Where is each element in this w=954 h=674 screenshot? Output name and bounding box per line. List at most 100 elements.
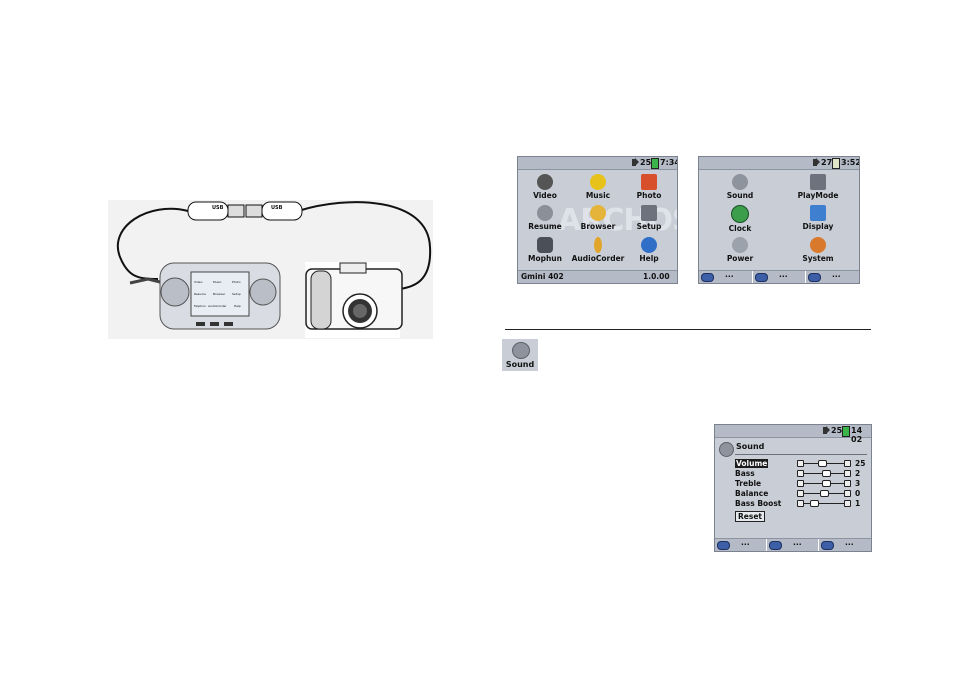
- softkey-icon: [769, 541, 782, 550]
- menu-label: Setup: [636, 222, 662, 231]
- volume-level: 25: [640, 158, 652, 167]
- softkey-label: ...: [779, 270, 788, 279]
- main-footer: Gmini 402 1.0.00: [518, 270, 677, 283]
- increase-arrow-icon[interactable]: [844, 490, 851, 497]
- menu-photo[interactable]: Photo: [619, 174, 677, 200]
- softkey-icon: [808, 273, 821, 282]
- menu-mophun[interactable]: Mophun: [518, 237, 575, 263]
- setting-label: Treble: [735, 479, 762, 488]
- speaker-settings-icon: [732, 174, 748, 190]
- setup-sound[interactable]: Sound: [710, 174, 770, 200]
- setting-slider[interactable]: [797, 470, 851, 477]
- magnifier-icon: [590, 205, 606, 221]
- reset-label: Reset: [738, 512, 762, 521]
- device-menu-item: Resume: [194, 292, 207, 296]
- setting-value: 2: [855, 469, 861, 478]
- decrease-arrow-icon[interactable]: [797, 480, 804, 487]
- slider-knob[interactable]: [810, 500, 820, 507]
- display-icon: [810, 205, 826, 221]
- setup-display[interactable]: Display: [788, 205, 848, 231]
- slider-knob[interactable]: [817, 460, 827, 467]
- device-mini-screen: Video Music Photo Resume Browser Setup M…: [192, 274, 248, 314]
- menu-music[interactable]: Music: [568, 174, 628, 200]
- increase-arrow-icon[interactable]: [844, 480, 851, 487]
- slider-knob[interactable]: [820, 490, 829, 497]
- menu-audiocorder[interactable]: AudioCorder: [568, 237, 628, 263]
- sound-title-icon: [719, 442, 734, 457]
- softkey-3[interactable]: ...: [819, 538, 871, 551]
- softkey-icon: [755, 273, 768, 282]
- battery-icon: [832, 158, 840, 169]
- softkey-2[interactable]: ...: [753, 270, 806, 283]
- menu-video[interactable]: Video: [518, 174, 575, 200]
- menu-resume[interactable]: Resume: [518, 205, 575, 231]
- gamepad-icon: [537, 237, 553, 253]
- menu-label: Clock: [728, 224, 752, 233]
- volume-level: 27: [821, 158, 833, 167]
- increase-arrow-icon[interactable]: [844, 470, 851, 477]
- menu-label: Mophun: [527, 254, 562, 263]
- device-menu-item: Photo: [232, 280, 241, 284]
- status-bar: 27 3:52: [699, 157, 859, 170]
- setting-slider[interactable]: [797, 460, 851, 467]
- menu-label: Music: [585, 191, 611, 200]
- speaker-icon: [632, 158, 639, 166]
- usb-label-right: USB: [271, 205, 283, 211]
- menu-help[interactable]: Help: [619, 237, 677, 263]
- slider-track: [804, 503, 844, 504]
- setup-power[interactable]: Power: [710, 237, 770, 263]
- decrease-arrow-icon[interactable]: [797, 490, 804, 497]
- usb-connection-illustration: USB USB Video Music Photo Resume Browser…: [108, 187, 433, 339]
- increase-arrow-icon[interactable]: [844, 460, 851, 467]
- archos-watermark: ARCHOS: [558, 203, 677, 238]
- setup-clock[interactable]: Clock: [710, 205, 770, 233]
- softkey-icon: [717, 541, 730, 550]
- slider-knob[interactable]: [821, 470, 831, 477]
- setup-playmode[interactable]: PlayMode: [788, 174, 848, 200]
- clock-time: 7:34: [660, 158, 678, 167]
- reset-button[interactable]: Reset: [735, 511, 765, 522]
- section-divider: [505, 329, 871, 330]
- increase-arrow-icon[interactable]: [844, 500, 851, 507]
- photo-icon: [641, 174, 657, 190]
- softkey-icon: [701, 273, 714, 282]
- setting-slider[interactable]: [797, 480, 851, 487]
- device-menu-item: Setup: [232, 292, 241, 296]
- setting-value: 0: [855, 489, 861, 498]
- setting-slider[interactable]: [797, 490, 851, 497]
- setting-label: Volume: [735, 459, 769, 468]
- menu-label: Photo: [636, 191, 662, 200]
- softkey-1[interactable]: ...: [715, 538, 767, 551]
- speaker-icon: [823, 426, 830, 434]
- menu-browser[interactable]: Browser: [568, 205, 628, 231]
- decrease-arrow-icon[interactable]: [797, 500, 804, 507]
- setting-slider[interactable]: [797, 500, 851, 507]
- softkey-1[interactable]: ...: [699, 270, 753, 283]
- device-menu-item: Mophun: [194, 304, 207, 308]
- softkey-3[interactable]: ...: [806, 270, 859, 283]
- setup-system[interactable]: System: [788, 237, 848, 263]
- clock-time: 3:52: [841, 158, 860, 167]
- softkey-label: ...: [741, 538, 750, 547]
- power-gear-icon: [732, 237, 748, 253]
- device-model: Gmini 402: [521, 272, 564, 281]
- slider-knob[interactable]: [822, 480, 832, 487]
- clock-icon: [731, 205, 749, 223]
- device-menu-item: Video: [194, 280, 203, 284]
- menu-label: Power: [726, 254, 754, 263]
- softkey-2[interactable]: ...: [767, 538, 819, 551]
- decrease-arrow-icon[interactable]: [797, 470, 804, 477]
- decrease-arrow-icon[interactable]: [797, 460, 804, 467]
- speaker-icon: [813, 158, 820, 166]
- softkey-bar: ... ... ...: [699, 270, 859, 283]
- title-underline: [735, 454, 867, 455]
- menu-setup[interactable]: Setup: [619, 205, 677, 231]
- menu-label: Resume: [528, 222, 562, 231]
- menu-label: AudioCorder: [571, 254, 625, 263]
